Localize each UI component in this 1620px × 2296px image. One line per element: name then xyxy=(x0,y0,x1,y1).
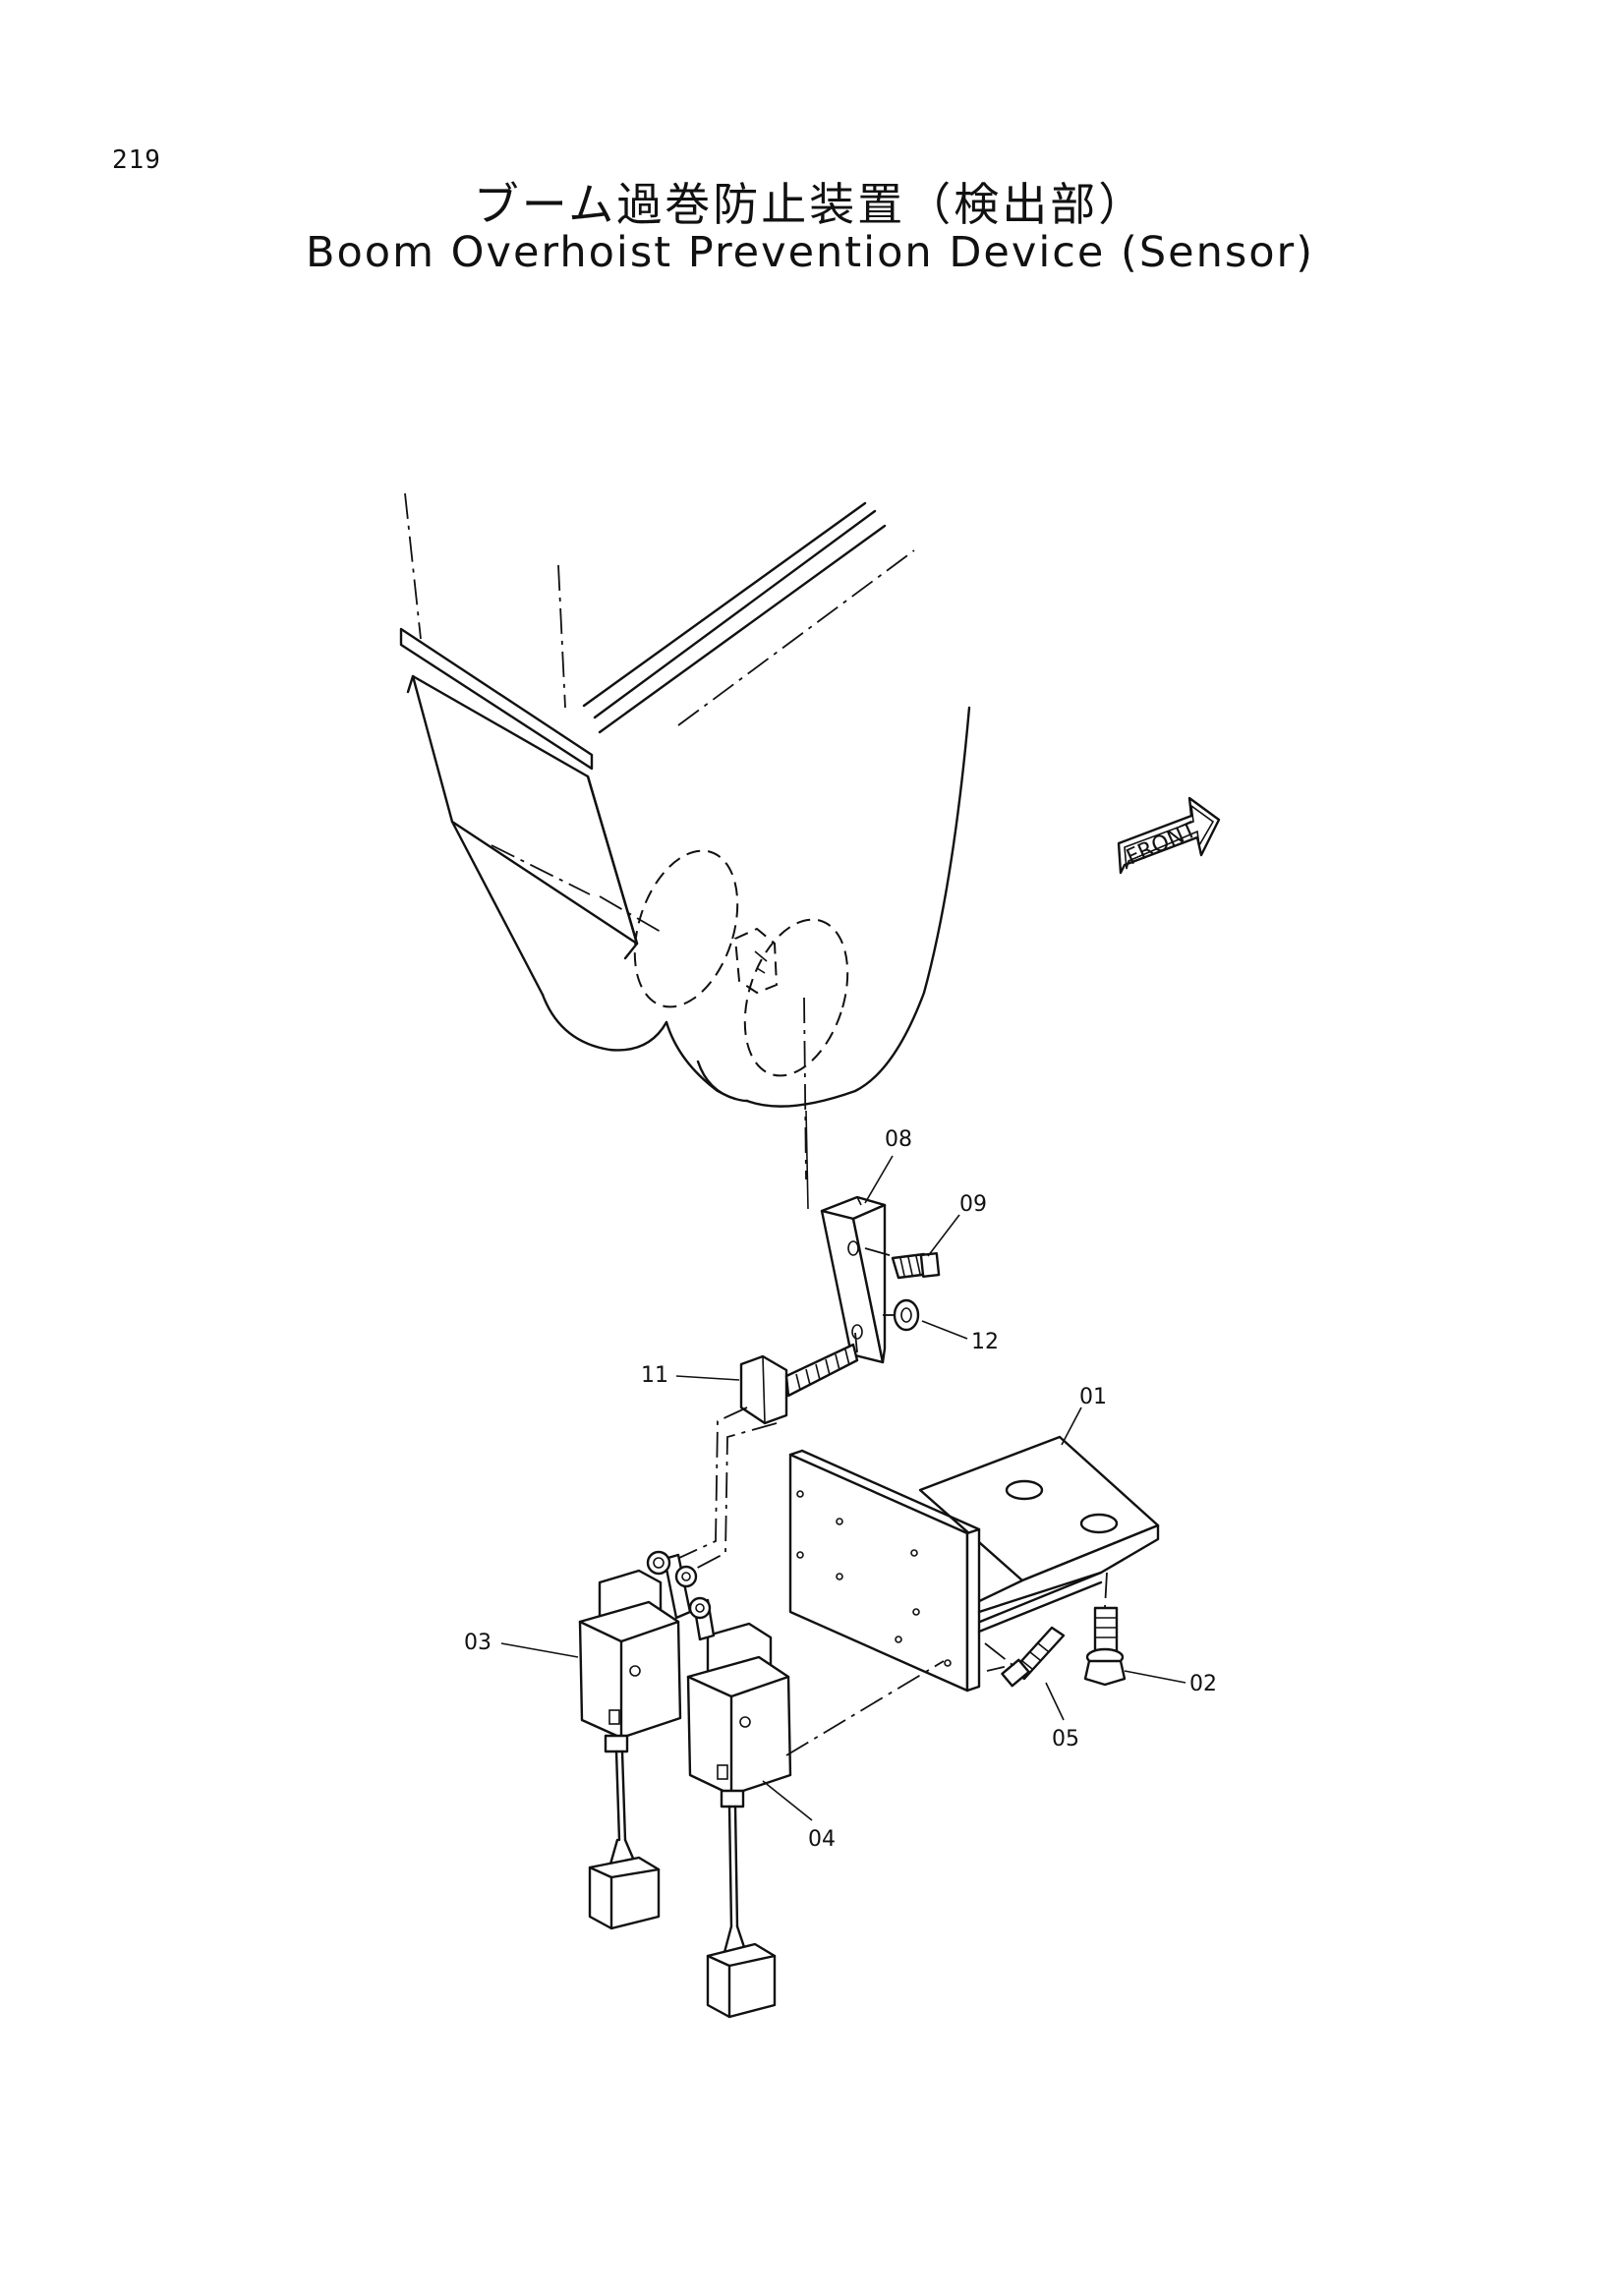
limit-switch-part-03 xyxy=(578,1550,698,1930)
mounting-plate-part-01 xyxy=(788,1435,1160,1693)
bolt-part-09 xyxy=(891,1252,941,1280)
page-number: 219 xyxy=(112,145,161,175)
callout-08: 08 xyxy=(885,1127,912,1152)
callout-05: 05 xyxy=(1052,1727,1079,1751)
callout-01: 01 xyxy=(1079,1385,1107,1409)
bolt-part-02 xyxy=(1083,1572,1127,1687)
bolt-part-05 xyxy=(984,1626,1066,1688)
callout-11: 11 xyxy=(641,1363,668,1388)
title-english: Boom Overhoist Prevention Device (Sensor… xyxy=(305,228,1314,277)
callouts: 01 02 03 04 05 08 09 11 12 xyxy=(464,1127,1217,1852)
nut-part-12 xyxy=(883,1298,920,1332)
title-japanese: ブーム過巻防止装置（検出部） xyxy=(473,178,1147,231)
boom-structure xyxy=(399,492,971,1210)
callout-12: 12 xyxy=(971,1330,999,1354)
bracket-part-08 xyxy=(820,1195,894,1364)
front-direction-arrow: FRONT xyxy=(1117,796,1221,875)
adjusting-bolt-part-11 xyxy=(667,1332,859,1574)
callout-09: 09 xyxy=(959,1192,987,1217)
limit-switch-part-04 xyxy=(686,1596,945,2019)
callout-02: 02 xyxy=(1189,1672,1217,1696)
callout-04: 04 xyxy=(808,1827,836,1852)
front-label: FRONT xyxy=(1123,818,1200,871)
callout-03: 03 xyxy=(464,1631,492,1655)
